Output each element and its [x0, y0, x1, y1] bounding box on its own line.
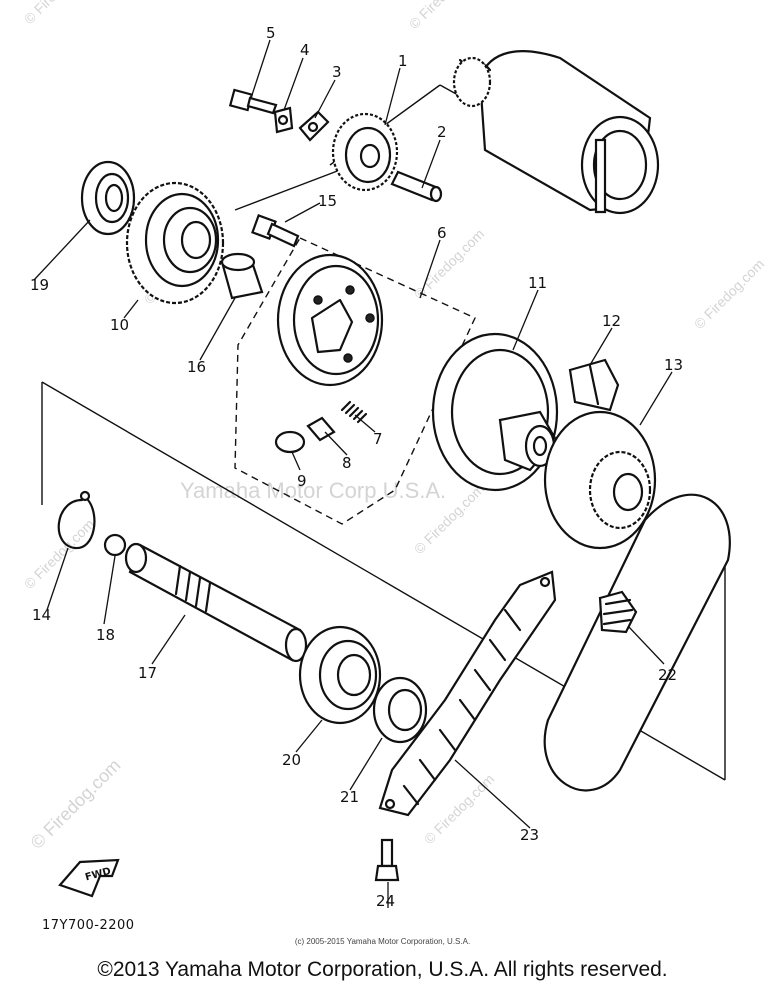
callout-22: 22	[658, 666, 677, 684]
leader-lines	[33, 39, 673, 908]
callout-6: 6	[437, 224, 447, 242]
watermark-6: © Firedog.com	[691, 256, 765, 332]
lock-washer-part	[273, 106, 294, 134]
callout-21: 21	[340, 788, 359, 806]
callout-7: 7	[373, 430, 383, 448]
callout-23: 23	[520, 826, 539, 844]
ball-part	[103, 533, 127, 557]
starter-motor-part	[452, 50, 660, 215]
callout-24: 24	[376, 892, 395, 910]
bearing-20-part	[298, 625, 382, 725]
clutch-hub-part	[431, 332, 559, 492]
idle-gear-part	[331, 112, 399, 192]
oil-seal-part	[372, 676, 428, 744]
bearing-19-part	[80, 160, 136, 236]
callout-18: 18	[96, 626, 115, 644]
stopper-rail-part	[378, 570, 557, 817]
fwd-arrow-icon: FWD	[58, 858, 120, 898]
circlip-part	[57, 490, 96, 550]
starter-clutch-assembly-boundary	[234, 237, 476, 525]
bolt-15-part	[251, 214, 300, 248]
watermark-left-large: © Firedog.com	[27, 755, 125, 853]
bushing-part	[220, 252, 264, 300]
callout-4: 4	[300, 41, 310, 59]
spring-part	[340, 400, 368, 424]
wheel-gear-part	[125, 181, 225, 305]
callout-13: 13	[664, 356, 683, 374]
callout-2: 2	[437, 123, 447, 141]
callout-labels: 5 4 3 1 2 6 7 8 9 10 11 12 13 14 15 16 1…	[30, 24, 683, 910]
hex-bolt-part	[228, 88, 278, 115]
gear-to-idler-line	[234, 169, 341, 211]
callout-3: 3	[332, 63, 342, 81]
diagram-code: 17Y700-2200	[42, 918, 135, 933]
damper-part	[568, 358, 620, 412]
callout-14: 14	[32, 606, 51, 624]
main-shaft-part	[124, 542, 308, 663]
callout-9: 9	[297, 472, 307, 490]
driven-gear-part	[543, 410, 657, 550]
idle-gear-shaft-part	[390, 170, 443, 203]
starter-clutch-part	[276, 253, 384, 387]
callout-5: 5	[266, 24, 276, 42]
callout-20: 20	[282, 751, 301, 769]
callout-16: 16	[187, 358, 206, 376]
bolt-24-part	[374, 838, 400, 882]
copyright-notice: ©2013 Yamaha Motor Corporation, U.S.A. A…	[97, 958, 668, 981]
plate-part	[298, 110, 330, 142]
roller-part	[274, 430, 306, 454]
watermark-7: © Firedog.com	[21, 0, 97, 27]
watermark-8: © Firedog.com	[406, 0, 482, 32]
callout-15: 15	[318, 192, 337, 210]
callout-8: 8	[342, 454, 352, 472]
callout-17: 17	[138, 664, 157, 682]
callout-12: 12	[602, 312, 621, 330]
watermark-center: Yamaha Motor Corp U.S.A.	[180, 478, 446, 503]
small-copyright: (c) 2005-2015 Yamaha Motor Corporation, …	[294, 937, 471, 946]
drive-belt-part	[543, 493, 731, 792]
callout-1: 1	[398, 52, 408, 70]
callout-19: 19	[30, 276, 49, 294]
callout-11: 11	[528, 274, 547, 292]
cam-22-part	[598, 590, 638, 634]
callout-10: 10	[110, 316, 129, 334]
